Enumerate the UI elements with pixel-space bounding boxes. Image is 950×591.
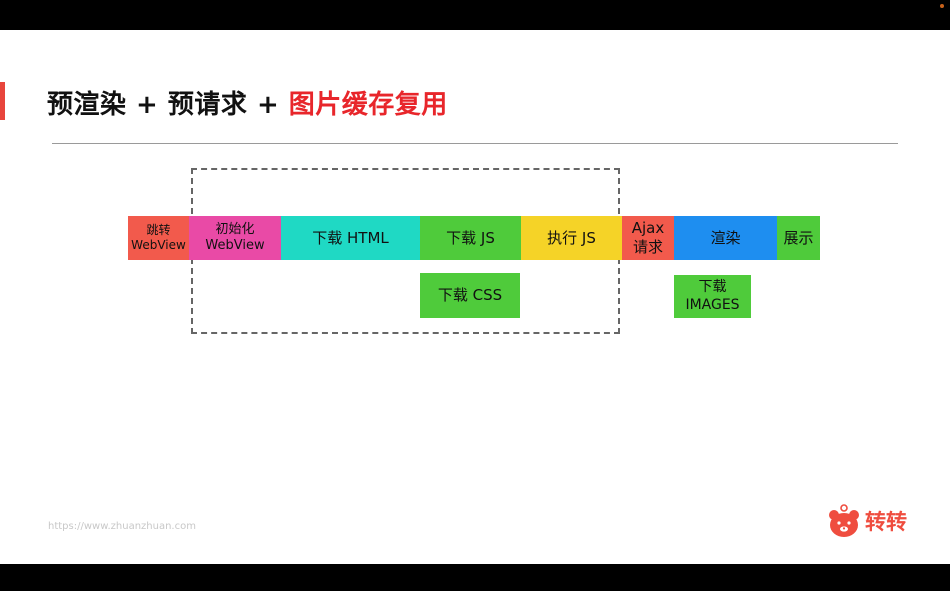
step-ajax-request: Ajax 请求 — [622, 216, 674, 260]
slide: 预渲染 + 预请求 + 图片缓存复用 跳转 WebView 初始化 WebVie… — [0, 30, 950, 564]
step-init-line1: 初始化 — [215, 221, 255, 237]
title-part1: 预渲染 + 预请求 + — [47, 90, 289, 120]
step-download-css: 下载 CSS — [420, 273, 520, 318]
step-show: 展示 — [777, 216, 820, 260]
footer-url: https://www.zhuanzhuan.com — [48, 521, 196, 532]
step-jump-webview: 跳转 WebView — [128, 216, 189, 260]
step-ajax-line2: 请求 — [632, 238, 663, 256]
step-ajax-line1: Ajax — [631, 219, 665, 238]
step-execute-js-label: 执行 JS — [547, 228, 596, 247]
step-init-line2: WebView — [205, 238, 265, 253]
step-download-images: 下载 IMAGES — [674, 275, 751, 318]
step-jump-line1: 跳转 — [146, 223, 171, 237]
bear-logo-icon — [829, 504, 859, 537]
step-render-label: 渲染 — [710, 228, 741, 247]
title-highlight: 图片缓存复用 — [288, 90, 448, 120]
step-download-js-label: 下载 JS — [446, 228, 495, 247]
step-execute-js: 执行 JS — [521, 216, 622, 260]
title-divider — [52, 143, 898, 144]
step-download-html-label: 下载 HTML — [312, 228, 389, 247]
step-jump-line2: WebView — [131, 238, 186, 252]
step-show-label: 展示 — [783, 228, 814, 247]
step-download-css-label: 下载 CSS — [437, 286, 503, 305]
top-letterbox — [0, 0, 950, 30]
step-images-line1: 下载 — [698, 279, 727, 295]
recording-dot-icon — [940, 4, 944, 8]
step-images-line2: IMAGES — [685, 296, 740, 313]
slide-title: 预渲染 + 预请求 + 图片缓存复用 — [47, 84, 448, 121]
brand-name: 转转 — [865, 510, 907, 534]
step-init-webview: 初始化 WebView — [189, 216, 281, 260]
step-download-js: 下载 JS — [420, 216, 521, 260]
step-render: 渲染 — [674, 216, 777, 260]
title-accent-bar — [0, 82, 5, 120]
bottom-letterbox — [0, 564, 950, 591]
brand-logo: 转转 — [828, 504, 907, 538]
step-download-html: 下载 HTML — [281, 216, 420, 260]
